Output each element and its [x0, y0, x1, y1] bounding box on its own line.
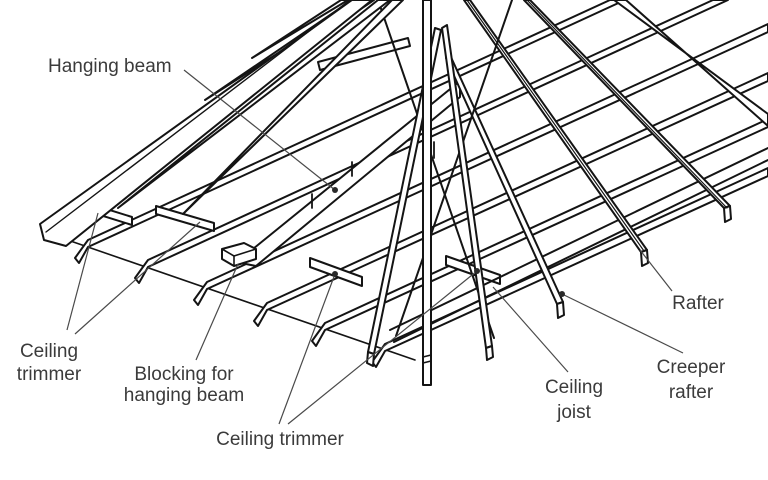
leader-creeper-rafter: [561, 293, 684, 354]
ceiling-joist-4: [253, 72, 768, 327]
creeper-left-2: [182, 0, 404, 215]
wall-plate-left-edge: [55, 235, 416, 361]
rafter-right-2-arris: [526, 0, 728, 209]
blocking-block-edge-2: [233, 248, 257, 257]
rafter-far-right: [613, 0, 768, 127]
leader-hanging-beam: [183, 69, 336, 191]
leader-ceiling-trimmer-bot-2-dot: [474, 268, 480, 274]
rafter-right-1-arris: [466, 0, 645, 252]
leader-ceiling-joist: [492, 286, 569, 373]
ceiling-joist-5: [311, 118, 768, 347]
wall-plate-right-1: [389, 147, 768, 331]
creeper-left-1: [117, 0, 391, 209]
leader-ceiling-trimmer-bot-1-dot: [332, 271, 338, 277]
hip-rafter-left-arris: [45, 0, 351, 233]
center-pole-joint-2: [422, 360, 432, 364]
creeper-short-right-foot: [485, 345, 494, 361]
ceiling-joist-1: [74, 0, 626, 264]
hip-brace-2: [395, 0, 513, 337]
ridge-board: [317, 37, 411, 71]
ceiling-trimmer-b: [155, 205, 215, 232]
leader-ceiling-trimmer-bot-1: [278, 273, 336, 425]
rafter-right-2-foot: [723, 205, 732, 223]
creeper-left-5: [251, 0, 349, 59]
hip-brace-1: [377, 0, 495, 339]
leader-ceiling-trimmer-left-1: [66, 212, 99, 331]
center-pole: [422, 0, 432, 386]
ceiling-joist-3: [193, 23, 768, 306]
blocking-block-edge-1: [221, 248, 235, 257]
label-hanging-beam: Hanging beam: [48, 56, 172, 77]
ceiling-joist-2: [134, 0, 729, 284]
label-rafter: Rafter: [672, 293, 724, 314]
leader-hanging-beam-dot: [332, 187, 338, 193]
leader-blocking: [195, 263, 239, 361]
leader-ceiling-trimmer-bot-2: [287, 270, 478, 425]
leader-rafter: [639, 249, 673, 292]
label-ceiling-trimmer-bottom: Ceiling trimmer: [216, 429, 344, 450]
center-pole-joint-1: [422, 354, 432, 358]
leader-creeper-rafter-dot: [559, 291, 565, 297]
creeper-rafter-right-foot: [556, 301, 565, 319]
leader-ceiling-trimmer-left-2: [74, 221, 201, 335]
